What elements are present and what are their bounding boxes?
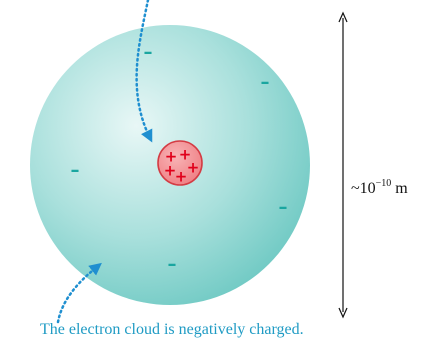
nucleus-pointer-arrow [135,0,153,143]
proton-sign: + [165,148,178,166]
scale-prefix: ~ [351,180,360,197]
protons: +++++ [164,146,200,186]
scale-bar [338,11,348,319]
proton-sign: + [164,162,177,180]
cloud-pointer-arrow [56,262,102,324]
scale-unit: m [391,180,408,197]
electrons: – – – – – [71,42,288,275]
electron-sign: – [144,42,153,63]
electron-sign: – [168,254,177,275]
electron-cloud-caption: The electron cloud is negatively charged… [40,321,304,338]
nucleus: +++++ [157,140,203,186]
scale-label: ~10−10 m [351,178,408,198]
scale-base: 10 [359,180,376,197]
proton-sign: + [187,159,200,177]
proton-sign: + [175,168,188,186]
proton-sign: + [179,146,192,164]
electron-sign: – [261,72,270,93]
scale-exponent: −10 [375,178,392,189]
electron-sign: – [71,160,80,181]
electron-sign: – [279,197,288,218]
